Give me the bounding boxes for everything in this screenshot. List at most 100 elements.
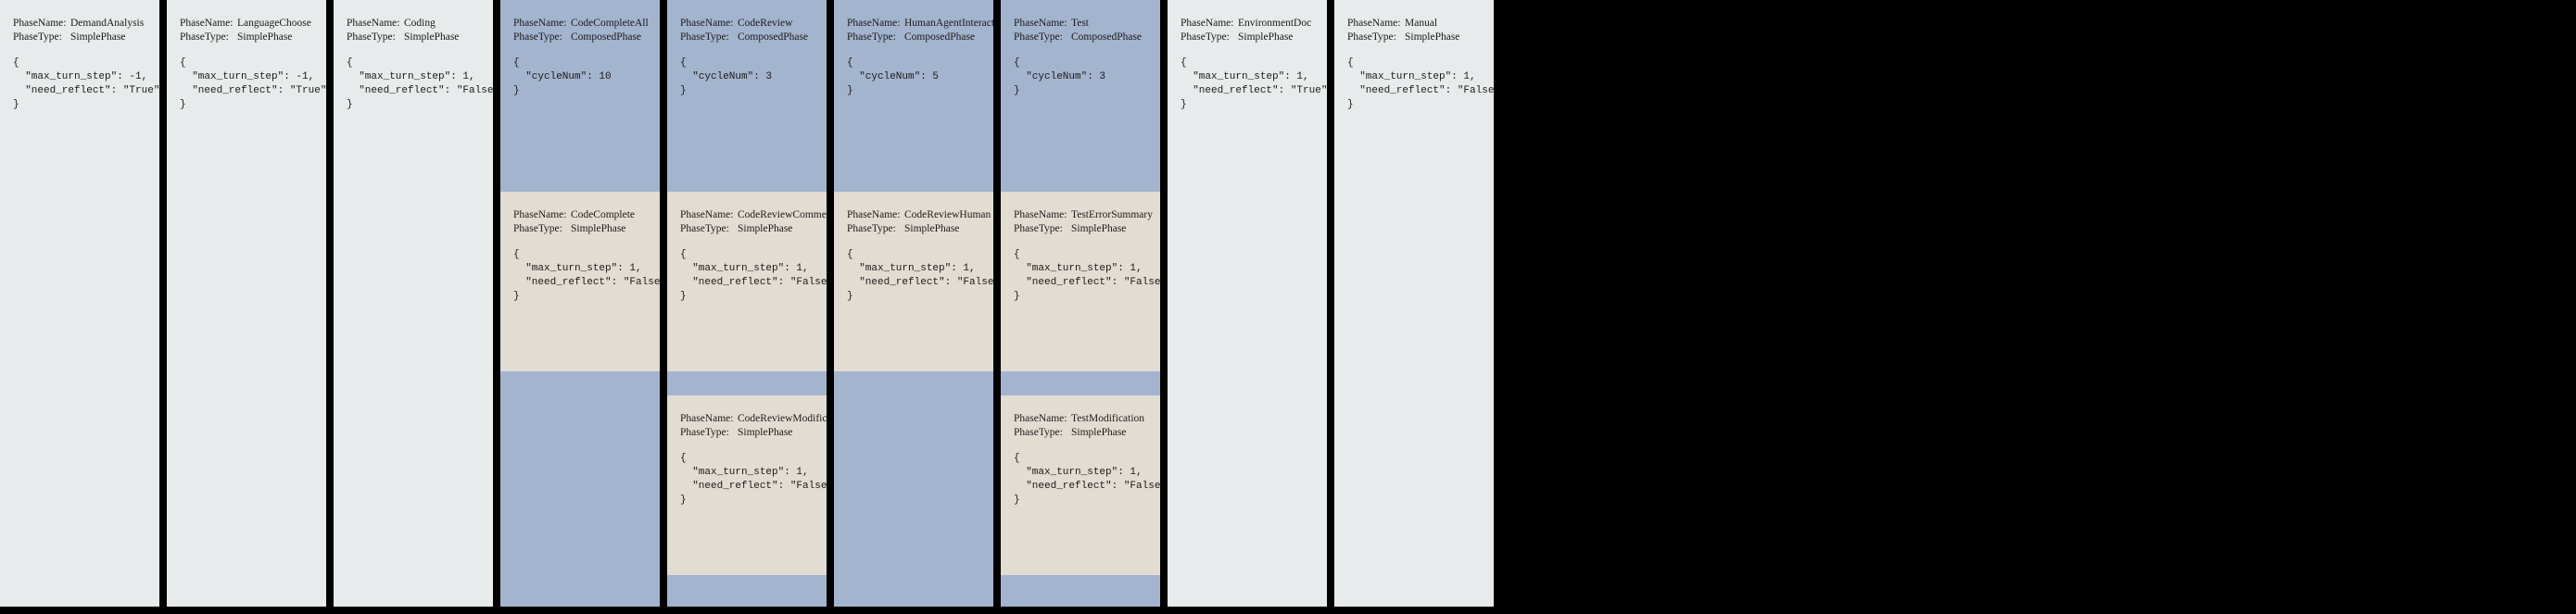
phase-config-json: { "max_turn_step": -1, "need_reflect": "… — [180, 57, 326, 110]
phase-name-label: PhaseName: — [513, 209, 567, 220]
phase-name-value: CodeReviewModification — [738, 413, 827, 424]
composed-phase-separator — [500, 371, 660, 395]
phase-type-value: SimplePhase — [571, 223, 626, 234]
phase-name-value: EnvironmentDoc — [1238, 18, 1312, 29]
phase-name-value: CodeReviewHuman — [904, 209, 991, 220]
phase-type-label: PhaseType: — [680, 427, 729, 438]
phase-type-row: PhaseType: SimplePhase — [680, 222, 814, 236]
phase-name-label: PhaseName: — [1347, 18, 1401, 29]
phase-type-row: PhaseType:SimplePhase — [513, 222, 647, 236]
phase-name-label: PhaseName: — [847, 18, 901, 29]
phase-name-row: PhaseName:LanguageChoose — [180, 17, 313, 31]
phase-type-row: PhaseType: SimplePhase — [680, 426, 814, 440]
phase-type-row: PhaseType:ComposedPhase — [847, 31, 980, 44]
composed-phase-filler — [834, 395, 993, 607]
phase-type-label: PhaseType: — [1014, 31, 1063, 43]
phase-type-value: SimplePhase — [1405, 31, 1460, 43]
phase-type-label: PhaseType: — [680, 31, 729, 43]
phase-name-label: PhaseName: — [513, 18, 567, 29]
phase-type-label: PhaseType: — [847, 223, 896, 234]
composed-phase-filler — [667, 599, 827, 607]
nested-simple-phase-card[interactable]: PhaseName: CodeReviewModificationPhaseTyp… — [667, 395, 827, 575]
phase-name-label: PhaseName: — [1014, 413, 1067, 424]
phase-name-label: PhaseName: — [1014, 209, 1067, 220]
phase-name-label: PhaseName: — [680, 413, 734, 424]
phase-name-value: TestErrorSummary — [1071, 209, 1153, 220]
phase-name-label: PhaseName: — [680, 209, 734, 220]
phase-name-value: TestModification — [1071, 413, 1145, 424]
phase-name-label: PhaseName: — [680, 18, 734, 29]
phase-type-label: PhaseType: — [1014, 427, 1063, 438]
phase-type-value: SimplePhase — [1071, 427, 1127, 438]
phase-type-row: PhaseType: SimplePhase — [1181, 31, 1314, 44]
phase-column-humanagentinteraction[interactable]: PhaseName:HumanAgentInteractionPhaseType… — [834, 0, 993, 607]
phase-type-row: PhaseType:SimplePhase — [1347, 31, 1481, 44]
phase-name-row: PhaseName: TestModification — [1014, 412, 1147, 426]
composed-phase-filler — [1001, 599, 1160, 607]
phase-name-label: PhaseName: — [13, 18, 67, 29]
phase-type-row: PhaseType:SimplePhase — [1014, 222, 1147, 236]
phase-name-row: PhaseName:Test — [1014, 17, 1147, 31]
phase-type-label: PhaseType: — [680, 223, 729, 234]
phase-name-value: Manual — [1405, 18, 1438, 29]
phase-config-json: { "max_turn_step": 1, "need_reflect": "F… — [1014, 249, 1160, 302]
phase-type-value: SimplePhase — [738, 427, 793, 438]
phase-type-row: PhaseType: SimplePhase — [1014, 426, 1147, 440]
phase-config-json: { "max_turn_step": 1, "need_reflect": "F… — [847, 249, 993, 302]
phase-type-label: PhaseType: — [513, 31, 562, 43]
phase-type-value: SimplePhase — [70, 31, 126, 43]
phase-type-row: PhaseType: SimplePhase — [847, 222, 980, 236]
phase-name-row: PhaseName: CodeReviewModification — [680, 412, 827, 426]
phase-type-row: PhaseType:SimplePhase — [180, 31, 313, 44]
phase-type-value: SimplePhase — [738, 223, 793, 234]
phase-config-json: { "max_turn_step": 1, "need_reflect": "F… — [347, 57, 493, 110]
phase-config-json: { "max_turn_step": 1, "need_reflect": "T… — [1181, 57, 1327, 110]
phase-type-row: PhaseType:ComposedPhase — [513, 31, 647, 44]
phase-name-label: PhaseName: — [180, 18, 234, 29]
phase-type-value: SimplePhase — [904, 223, 960, 234]
phase-type-value: ComposedPhase — [1071, 31, 1143, 43]
phase-name-value: DemandAnalysis — [70, 18, 145, 29]
phase-type-value: SimplePhase — [237, 31, 293, 43]
phase-type-value: SimplePhase — [1238, 31, 1294, 43]
phase-name-row: PhaseName: Manual — [1347, 17, 1481, 31]
composed-phase-card[interactable]: PhaseName:HumanAgentInteractionPhaseType… — [834, 0, 993, 192]
phase-name-row: PhaseName: CodeComplete — [513, 208, 647, 222]
phase-name-row: PhaseName:CodeCompleteAll — [513, 17, 649, 31]
phase-type-label: PhaseType: — [1181, 31, 1230, 43]
phase-name-row: PhaseName:Coding — [347, 17, 480, 31]
phase-type-label: PhaseType: — [847, 31, 896, 43]
phase-name-label: PhaseName: — [347, 18, 400, 29]
phase-type-value: ComposedPhase — [738, 31, 809, 43]
phase-name-row: PhaseName:CodeReviewComment — [680, 208, 827, 222]
composed-phase-separator — [667, 371, 827, 395]
phase-config-json: { "max_turn_step": 1, "need_reflect": "F… — [1347, 57, 1494, 110]
phase-name-value: CodeReview — [738, 18, 793, 29]
phase-config-json: { "max_turn_step": -1, "need_reflect": "… — [13, 57, 159, 110]
phase-name-value: CodeComplete — [571, 209, 635, 220]
phase-name-row: PhaseName:DemandAnalysis — [13, 17, 146, 31]
phase-name-row: PhaseName:HumanAgentInteraction — [847, 17, 993, 31]
